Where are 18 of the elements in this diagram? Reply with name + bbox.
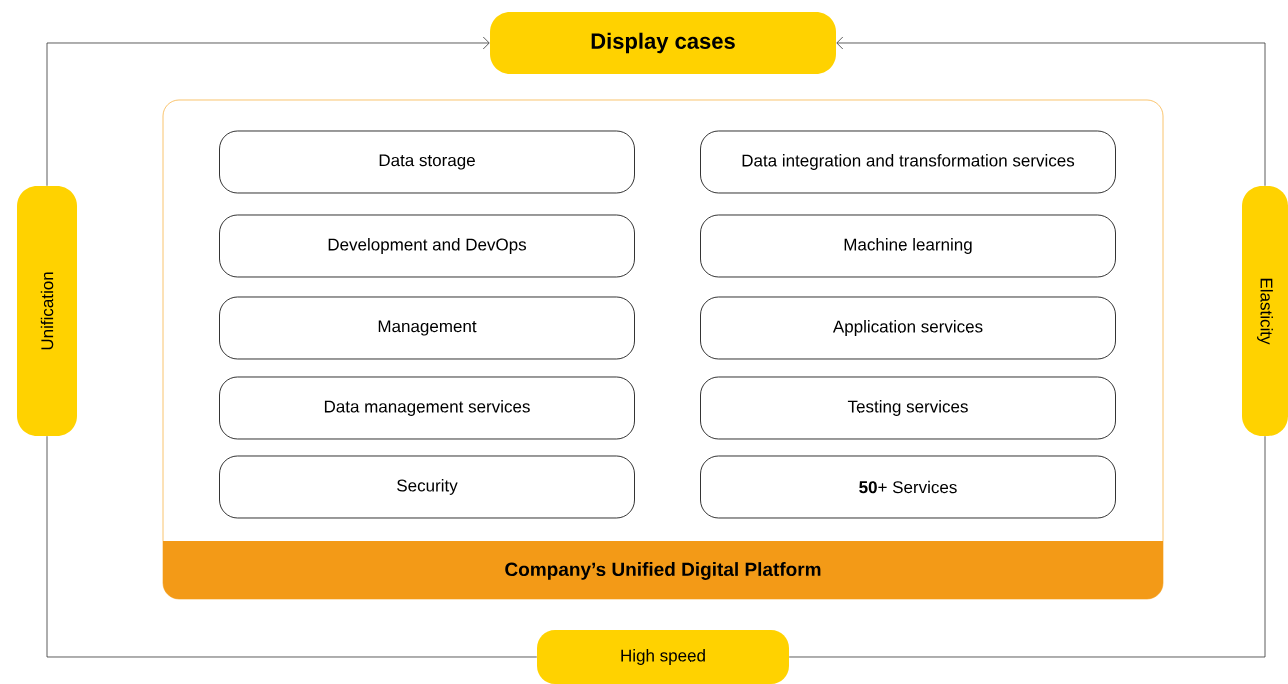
service-box: Data storage [219,130,635,194]
connector-line [46,435,538,658]
service-box: Development and DevOps [219,214,635,278]
service-box: Application services [700,296,1116,360]
connector-line [46,36,490,187]
connector-line [836,36,1266,187]
service-box: Machine learning [700,214,1116,278]
heading-pill: Display cases [490,12,836,74]
bottom-pill: High speed [537,630,789,684]
service-box: Data management services [219,376,635,440]
side-pill: Elasticity [1242,186,1288,436]
service-box: Security [219,455,635,519]
service-box: Testing services [700,376,1116,440]
service-box: Data integration and transformation services [700,130,1116,194]
service-box: Management [219,296,635,360]
connector-line [788,435,1266,658]
side-pill: Unification [17,186,77,436]
service-box: 50+ Services [700,455,1116,519]
